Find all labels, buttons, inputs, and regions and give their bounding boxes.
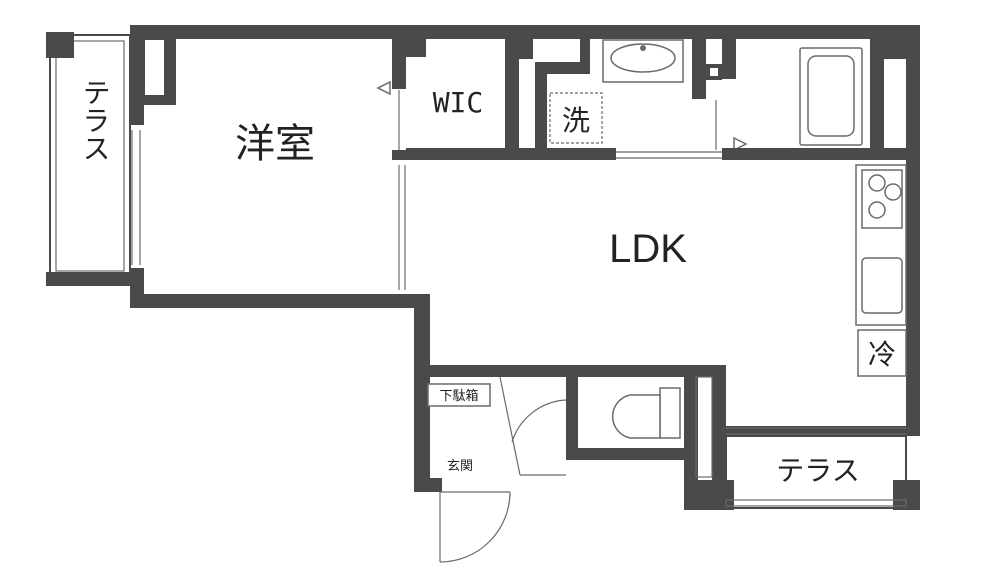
ldk-room: 冷 LDK bbox=[398, 164, 907, 435]
wic-room: WIC bbox=[376, 39, 519, 160]
laundry-label: 洗 bbox=[562, 105, 590, 136]
terrace-left: テラス bbox=[46, 32, 136, 286]
wic-label: WIC bbox=[433, 86, 484, 119]
wash-area: 洗 bbox=[406, 39, 906, 160]
terrace-right: テラス bbox=[776, 455, 859, 486]
western-room: 洋室 bbox=[131, 38, 315, 265]
toilet-area bbox=[611, 376, 713, 478]
western-room-label: 洋室 bbox=[235, 122, 315, 166]
outer-walls bbox=[130, 25, 920, 510]
shoe-box-label: 下駄箱 bbox=[439, 388, 478, 403]
entrance-area: 下駄箱 玄関 bbox=[427, 376, 567, 563]
terrace-left-label: テラス bbox=[80, 78, 111, 162]
fridge-label: 冷 bbox=[868, 339, 896, 370]
terrace-right-label: テラス bbox=[776, 455, 859, 486]
entrance-label: 玄関 bbox=[447, 458, 473, 473]
ldk-label: LDK bbox=[609, 227, 687, 271]
